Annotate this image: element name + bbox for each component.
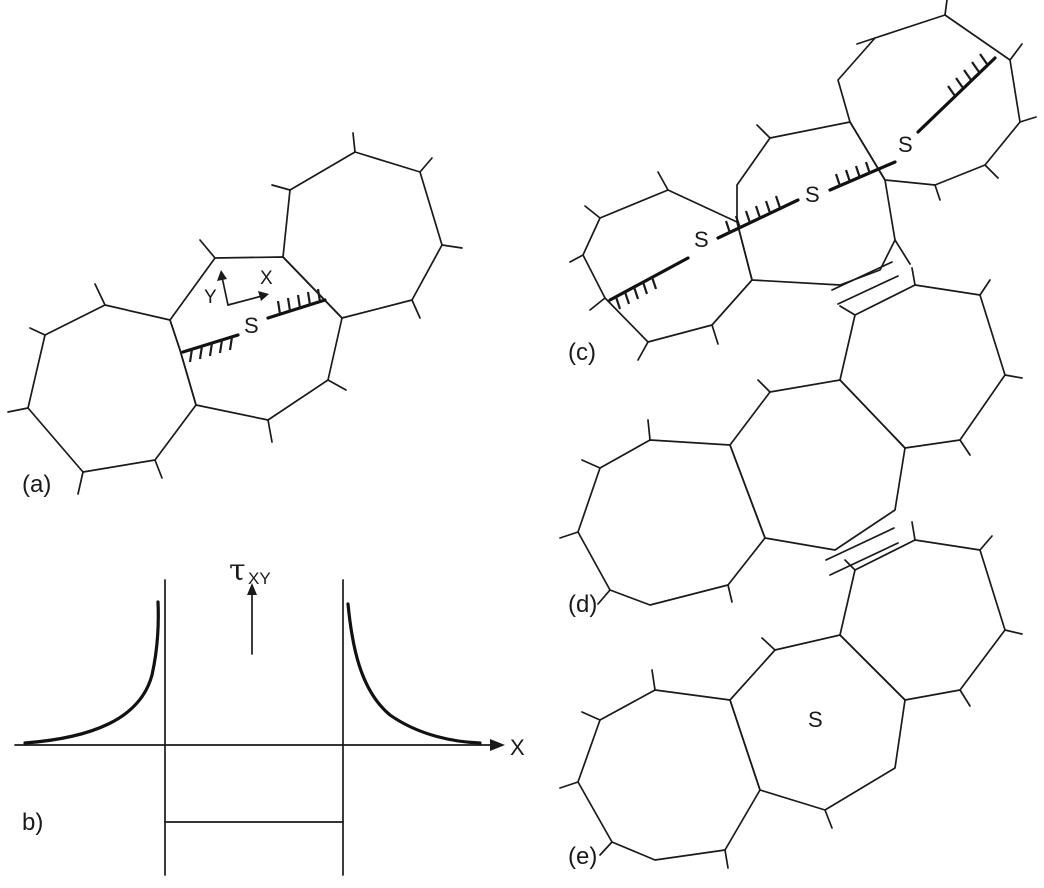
panel-label-a: (a) — [22, 471, 51, 498]
panel-label-c: (c) — [568, 339, 596, 366]
grain-d-hatched — [729, 379, 906, 551]
slip-source-label-c-3: S — [898, 132, 913, 157]
tau-subscript: XY — [248, 569, 271, 588]
panel-label-b: b) — [22, 809, 43, 836]
slip-source-label-c-2: S — [805, 182, 820, 207]
panel-label-d: (d) — [568, 591, 597, 618]
panel-b: X τ XY b) — [14, 553, 525, 876]
slip-source-label-a: S — [244, 313, 259, 338]
grain-separation-c-d — [831, 261, 899, 305]
grain-e-right — [839, 539, 1006, 701]
grain-c-left — [582, 189, 753, 343]
coordinate-axes-a — [217, 270, 269, 306]
slip-band-c-3 — [828, 53, 997, 192]
panel-a: S X Y (a) — [7, 132, 463, 498]
panel-d: (d) — [559, 267, 1023, 618]
tau-arrow-b — [247, 583, 257, 655]
grain-c-middle — [736, 121, 896, 286]
grain-e-left — [577, 689, 761, 861]
grain-e-cross-hatched — [729, 634, 906, 811]
grain-a-left — [27, 304, 197, 473]
stress-concentration-left — [23, 600, 160, 745]
x-axis-label-a: X — [260, 268, 273, 289]
grain-a-middle — [169, 256, 343, 421]
x-axis-arrow-b — [490, 739, 505, 751]
panel-c: S S S (c) — [568, 0, 1037, 366]
panel-label-e: (e) — [568, 843, 597, 870]
grain-boundary-stubs-a — [7, 132, 463, 495]
slip-source-label-c-1: S — [694, 227, 709, 252]
slip-band-a — [181, 288, 327, 363]
slip-band-c-2 — [716, 195, 800, 240]
x-axis-label-b: X — [510, 735, 525, 760]
grain-a-right — [282, 151, 443, 319]
grain-c-right — [837, 14, 1021, 186]
grain-separation-d-e — [825, 527, 899, 576]
grain-boundary-stubs-d — [559, 267, 1023, 605]
panel-e: S (e) — [559, 521, 1023, 870]
tau-label: τ — [229, 553, 246, 588]
slip-band-c-1 — [608, 256, 690, 310]
y-axis-label-a: Y — [204, 287, 217, 308]
grain-boundary-stubs-c — [569, 0, 1037, 361]
stress-concentration-right — [346, 602, 482, 745]
slip-source-label-e: S — [808, 707, 823, 732]
grain-boundary-stubs-e — [559, 521, 1023, 869]
grain-d-right — [839, 284, 1006, 449]
